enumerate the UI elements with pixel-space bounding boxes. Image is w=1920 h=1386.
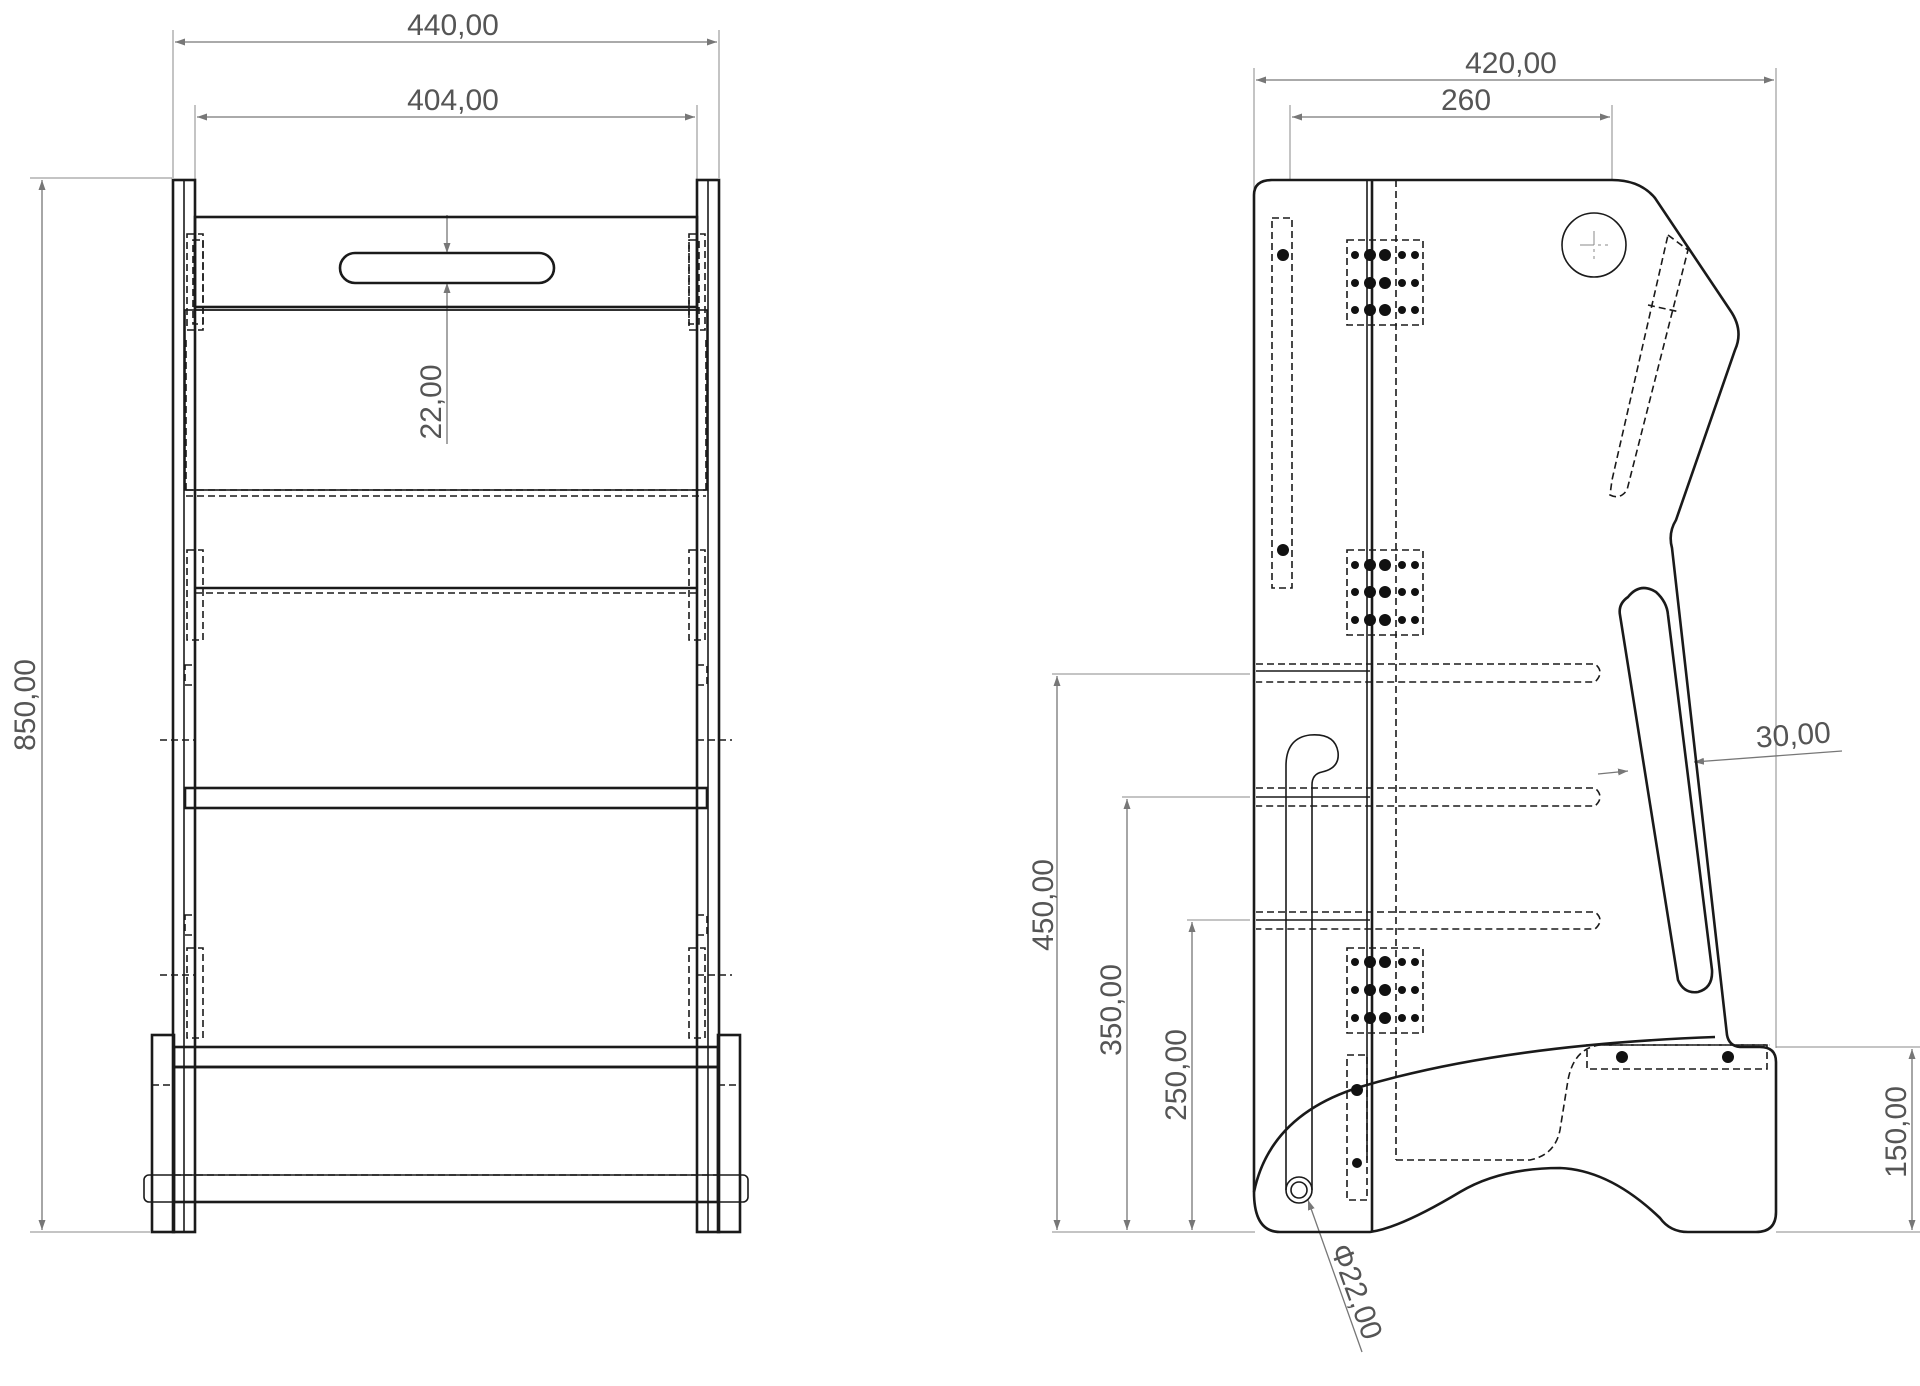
dimension-label-step-low: 250,00 xyxy=(1160,1029,1193,1121)
hook-lever xyxy=(1285,734,1339,1190)
dimension-overall-depth: 420,00 xyxy=(1253,47,1777,1048)
lower-pivot-outer xyxy=(1285,1176,1313,1204)
dimension-label-overall-width: 440,00 xyxy=(407,9,499,42)
dimension-label-step-mid: 350,00 xyxy=(1095,964,1128,1056)
dimension-top-depth: 260 xyxy=(1289,84,1613,180)
handle-slot xyxy=(338,251,556,285)
base-inner-profile xyxy=(1396,1044,1770,1161)
left-vertical-slot xyxy=(1271,217,1293,589)
dimension-label-top-depth: 260 xyxy=(1441,84,1491,117)
dimension-step-mid: 350,00 xyxy=(1095,796,1250,1230)
top-pivot-hole xyxy=(1561,212,1627,278)
dimension-overall-width: 440,00 xyxy=(172,9,720,178)
dimension-label-rail-width: 30,00 xyxy=(1755,716,1832,754)
dimension-label-overall-height: 850,00 xyxy=(9,659,42,751)
dimension-label-pivot-diameter: Φ22,00 xyxy=(1323,1240,1388,1344)
front-connectors xyxy=(160,233,732,1039)
side-panel-outline xyxy=(1252,178,1778,1234)
lower-slot xyxy=(1346,1054,1368,1201)
dimension-handle-slot: 22,00 xyxy=(415,215,451,444)
dimension-overall-height: 850,00 xyxy=(9,177,172,1233)
side-connector-blocks xyxy=(1346,239,1424,1034)
side-step-slots xyxy=(1256,663,1601,930)
dimension-base-height: 150,00 xyxy=(1776,1046,1920,1233)
front-axle xyxy=(143,1174,749,1203)
dimension-label-overall-depth: 420,00 xyxy=(1465,47,1557,80)
dimension-label-handle-slot: 22,00 xyxy=(415,364,448,439)
front-base xyxy=(143,1033,749,1234)
front-step-mid xyxy=(183,786,709,810)
lower-pivot-inner xyxy=(1290,1181,1308,1199)
dimension-step-low: 250,00 xyxy=(1160,919,1250,1230)
base-slot xyxy=(1586,1044,1768,1070)
angled-slot xyxy=(1609,233,1689,498)
dimension-label-step-high: 450,00 xyxy=(1027,859,1060,951)
dimension-label-base-height: 150,00 xyxy=(1880,1086,1913,1178)
base-curve xyxy=(1252,1035,1716,1193)
top-back-panel xyxy=(193,215,699,309)
rail-slot xyxy=(1618,586,1714,994)
dimension-label-inner-width: 404,00 xyxy=(407,84,499,117)
front-view: 440,00 404,00 850,00 22,00 xyxy=(9,9,749,1234)
dimension-pivot-diameter: Φ22,00 xyxy=(1307,1199,1388,1353)
dimension-inner-width: 404,00 xyxy=(194,84,698,215)
side-view: 420,00 260 450,00 350,00 250,00 xyxy=(1027,47,1920,1353)
dimension-rail-width: 30,00 xyxy=(1597,716,1843,776)
dimension-step-high: 450,00 xyxy=(1027,673,1255,1233)
